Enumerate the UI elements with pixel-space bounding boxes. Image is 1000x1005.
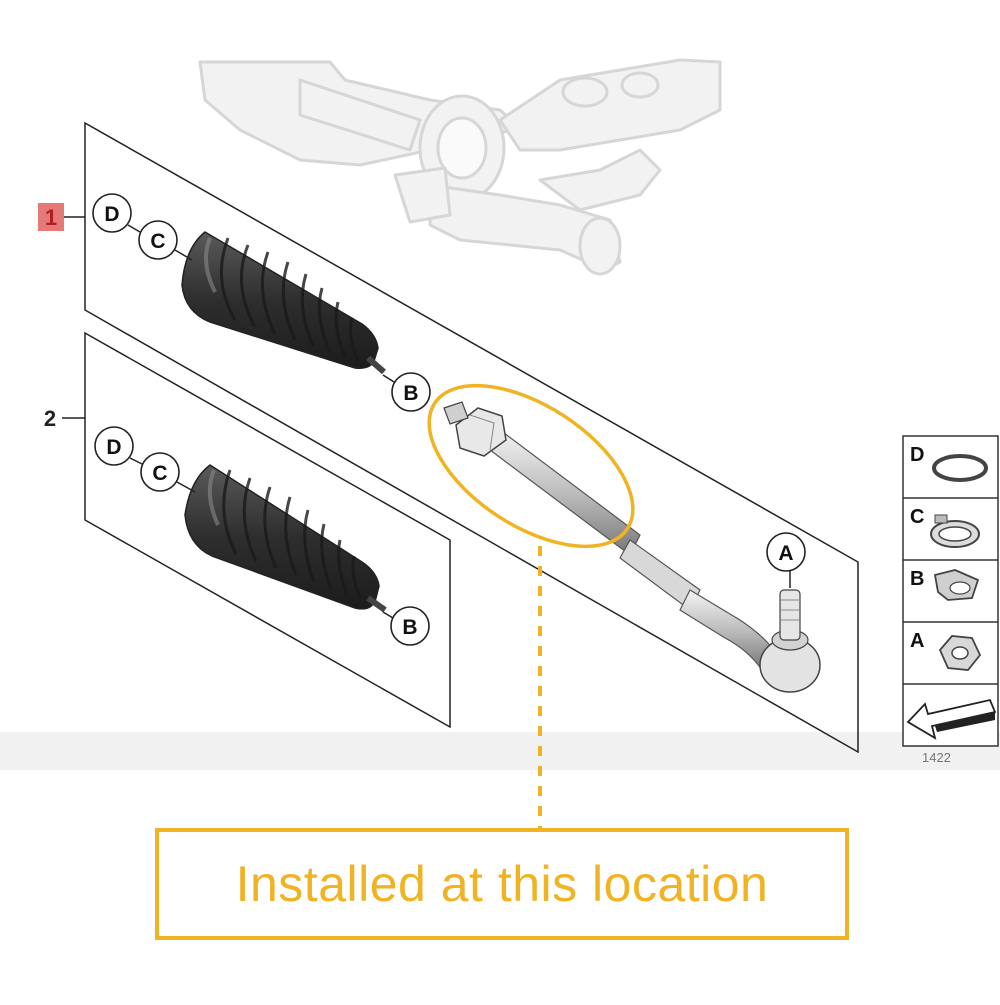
part-label-c-item-2: C xyxy=(140,452,180,492)
part-label-b-item-2: B xyxy=(390,606,430,646)
svg-text:B: B xyxy=(402,616,417,639)
part-label-d-item-2: D xyxy=(94,426,134,466)
svg-text:B: B xyxy=(403,382,418,405)
legend-letter-c: C xyxy=(910,506,924,528)
boot-clip-icon xyxy=(933,569,980,601)
o-ring-seal-icon xyxy=(932,454,988,482)
part-label-c-item-1: C xyxy=(138,220,178,260)
item-1-frame xyxy=(84,121,859,754)
item-1-marker xyxy=(38,203,64,231)
hex-nut-icon xyxy=(938,635,982,671)
svg-text:A: A xyxy=(778,542,793,565)
svg-text:C: C xyxy=(152,462,167,485)
callout-text: Installed at this location xyxy=(235,856,769,912)
part-label-d-item-1: D xyxy=(92,193,132,233)
item-1-number: 1 xyxy=(45,205,57,230)
legend-letter-b: B xyxy=(910,568,924,590)
legend-panel: D C B A 1422 xyxy=(902,435,999,765)
leader-c-boot-1 xyxy=(174,249,193,261)
location-callout-box: Installed at this location xyxy=(155,828,849,940)
leader-d-c-2 xyxy=(129,457,143,465)
arrow-graphic-icon xyxy=(906,698,997,740)
legend-letter-d: D xyxy=(910,444,924,466)
part-label-a: A xyxy=(766,532,806,572)
part-label-b-item-1: B xyxy=(391,372,431,412)
catalog-number: 1422 xyxy=(922,750,951,765)
item-2-boot xyxy=(184,464,387,613)
item-2-number: 2 xyxy=(44,406,56,431)
svg-text:C: C xyxy=(150,230,165,253)
background-band xyxy=(0,732,1000,770)
hose-clamp-icon xyxy=(930,514,980,548)
leader-b-2 xyxy=(382,611,394,619)
tie-rod-assembly xyxy=(443,401,821,693)
steering-rack-ghost xyxy=(198,58,722,276)
svg-text:D: D xyxy=(104,203,119,226)
svg-text:D: D xyxy=(106,436,121,459)
highlight-ellipse xyxy=(427,383,635,549)
leader-d-c-1 xyxy=(127,224,141,233)
leader-c-boot-2 xyxy=(176,481,196,493)
legend-letter-a: A xyxy=(910,630,924,652)
leader-b-1 xyxy=(382,374,395,383)
item-1-boot xyxy=(181,231,386,375)
item-2-frame xyxy=(84,331,451,729)
